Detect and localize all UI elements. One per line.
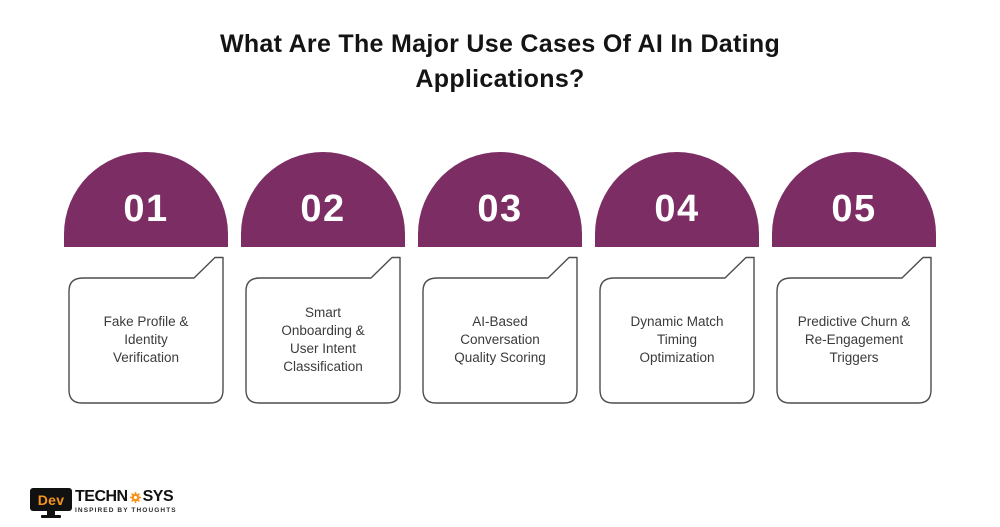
callout-bubble-shape (68, 256, 224, 404)
monitor-stand-base (41, 515, 61, 518)
brand-tagline: INSPIRED BY THOUGHTS (75, 507, 177, 514)
use-case-number-3: 03 (477, 187, 523, 230)
infographic-page: What Are The Major Use Cases Of AI In Da… (0, 27, 1000, 527)
use-case-number-1: 01 (123, 187, 169, 230)
dev-technosys-logo: Dev TECHN SYS INS (30, 488, 177, 518)
brand-name-left: TECHN (75, 488, 128, 505)
brand-name-right: SYS (142, 488, 174, 505)
use-case-number-5: 05 (831, 187, 877, 230)
callout-bubble-shape (422, 256, 578, 404)
number-dome-5: 05 (772, 152, 936, 247)
brand-name: TECHN SYS (75, 489, 177, 505)
monitor-icon: Dev (30, 488, 72, 518)
number-dome-1: 01 (64, 152, 228, 247)
gear-icon (129, 491, 141, 503)
number-dome-4: 04 (595, 152, 759, 247)
number-dome-2: 02 (241, 152, 405, 247)
callout-bubble-shape (245, 256, 401, 404)
use-case-number-2: 02 (300, 187, 346, 230)
callout-bubble-shape (599, 256, 755, 404)
page-title: What Are The Major Use Cases Of AI In Da… (219, 30, 781, 93)
number-dome-3: 03 (418, 152, 582, 247)
use-case-number-4: 04 (654, 187, 700, 230)
callout-bubble-shape (776, 256, 932, 404)
